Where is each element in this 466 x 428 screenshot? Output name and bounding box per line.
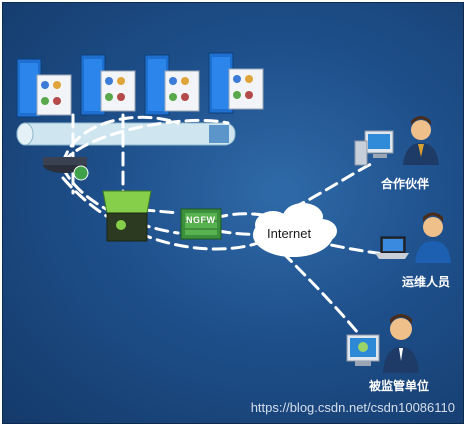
ops-person-icon (415, 212, 451, 263)
ops-label: 运维人员 (402, 275, 451, 289)
ops-laptop (375, 236, 409, 259)
server-rack-1 (16, 58, 72, 118)
watermark-text: https://blog.csdn.net/csdn10086110 (250, 400, 455, 415)
router (43, 157, 89, 181)
monitored-person-icon (383, 314, 419, 373)
diagram-graphics (16, 52, 451, 373)
ngfw-device (180, 208, 222, 240)
ngfw-label: NGFW (186, 215, 216, 225)
core-switch (102, 190, 152, 242)
network-diagram: Internet NGFW 合作伙伴 运维人员 被监管单位 https://bl… (2, 2, 464, 424)
internet-label: Internet (267, 226, 312, 241)
partner-label: 合作伙伴 (381, 177, 430, 191)
server-rack-4 (208, 52, 264, 114)
network-bus (16, 122, 236, 146)
server-rack-2 (80, 54, 136, 116)
partner-computer (354, 130, 394, 166)
internet-cloud (253, 203, 337, 257)
monitored-label: 被监管单位 (369, 379, 430, 393)
server-rack-3 (144, 54, 200, 116)
partner-person-icon (403, 116, 439, 165)
monitored-computer (346, 334, 380, 366)
